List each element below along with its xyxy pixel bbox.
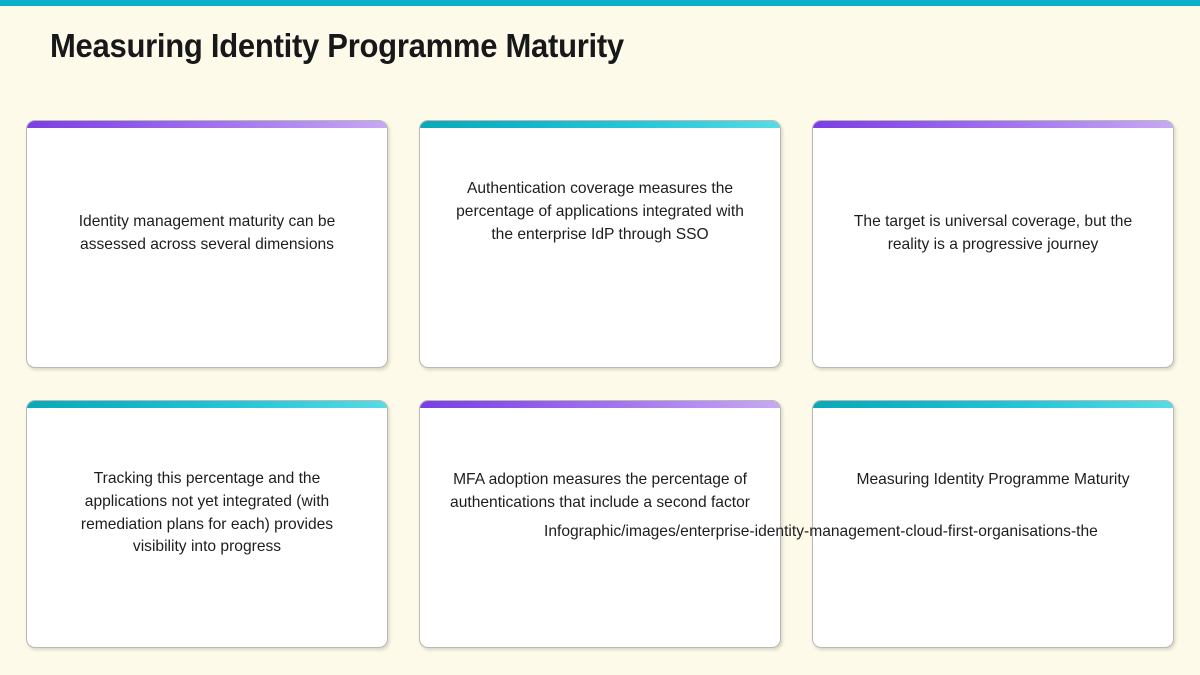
card-5[interactable]: MFA adoption measures the percentage of … xyxy=(419,400,781,648)
card-body: Authentication coverage measures the per… xyxy=(420,128,780,367)
card-accent-bar xyxy=(813,401,1173,408)
card-2[interactable]: Authentication coverage measures the per… xyxy=(419,120,781,368)
card-body: Measuring Identity Programme Maturity xyxy=(813,408,1173,647)
card-text: Authentication coverage measures the per… xyxy=(456,180,744,243)
card-text: Identity management maturity can be asse… xyxy=(78,213,336,253)
card-accent-bar xyxy=(27,121,387,128)
card-body: Identity management maturity can be asse… xyxy=(27,128,387,367)
card-accent-bar xyxy=(420,401,780,408)
card-text: MFA adoption measures the percentage of … xyxy=(450,471,750,511)
card-accent-bar xyxy=(420,121,780,128)
card-body: Tracking this percentage and the applica… xyxy=(27,408,387,647)
card-accent-bar xyxy=(27,401,387,408)
top-accent-bar xyxy=(0,0,1200,6)
card-6[interactable]: Measuring Identity Programme Maturity xyxy=(812,400,1174,648)
card-1[interactable]: Identity management maturity can be asse… xyxy=(26,120,388,368)
card-body: The target is universal coverage, but th… xyxy=(813,128,1173,367)
card-grid: Identity management maturity can be asse… xyxy=(26,120,1174,648)
card-body: MFA adoption measures the percentage of … xyxy=(420,408,780,647)
card-text: Measuring Identity Programme Maturity xyxy=(856,471,1130,488)
card-text: The target is universal coverage, but th… xyxy=(853,213,1133,253)
page-title: Measuring Identity Programme Maturity xyxy=(50,27,624,64)
card-4[interactable]: Tracking this percentage and the applica… xyxy=(26,400,388,648)
card-text: Tracking this percentage and the applica… xyxy=(80,470,334,556)
card-accent-bar xyxy=(813,121,1173,128)
card-3[interactable]: The target is universal coverage, but th… xyxy=(812,120,1174,368)
